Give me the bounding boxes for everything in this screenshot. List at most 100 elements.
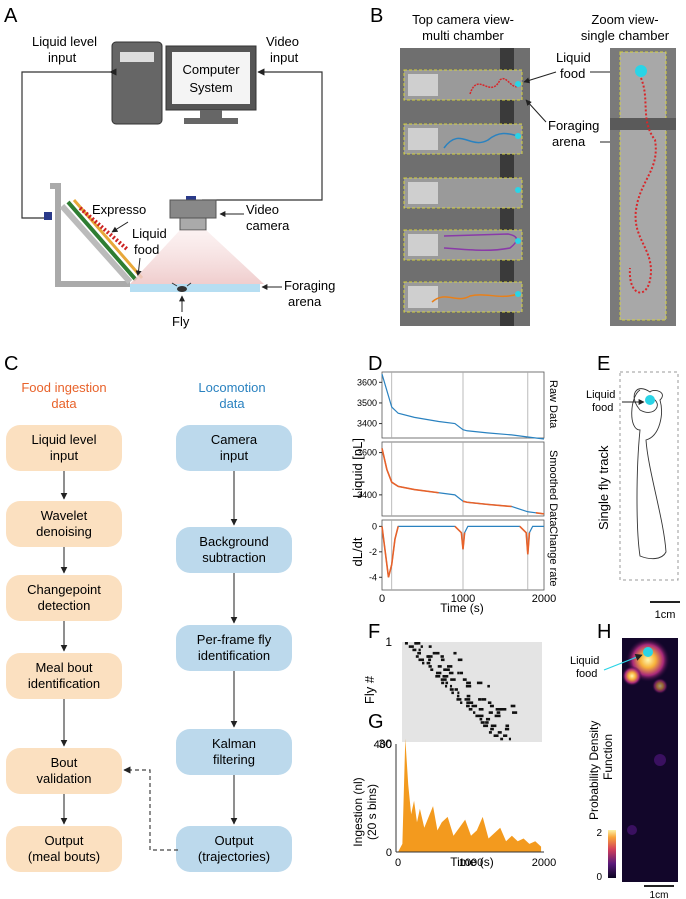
f-bout-mark — [497, 731, 502, 734]
g-ytick-0: 400 — [374, 739, 392, 751]
liquid-level-input-label-2: input — [48, 50, 77, 65]
zoom-view-title-1: Zoom view- — [591, 12, 658, 27]
video-camera-lens — [179, 217, 207, 231]
liquid-food-arrow-b — [523, 71, 557, 84]
f-bout-mark — [459, 671, 464, 675]
g-xtick-2: 2000 — [532, 857, 556, 869]
d-xtick-0: 0 — [379, 593, 385, 605]
f-bout-mark — [441, 681, 445, 685]
f-bout-mark — [457, 691, 460, 695]
f-bout-mark — [488, 731, 492, 734]
f-bout-mark — [453, 651, 457, 655]
d-bout-highlight-1-0 — [381, 448, 439, 494]
food-step-box-5 — [6, 826, 122, 872]
f-bout-mark — [412, 648, 417, 652]
f-bout-mark — [475, 714, 481, 718]
h-hotspot-3 — [652, 678, 668, 694]
food-steps: Liquid levelinputWaveletdenoisingChangep… — [6, 425, 122, 872]
d-row-rate: Change rate — [547, 526, 559, 587]
f-bout-mark — [447, 665, 453, 668]
computer-tower — [111, 41, 163, 125]
expresso-scale — [78, 206, 130, 252]
h-liquid-food-2: food — [576, 668, 597, 680]
f-bout-mark — [435, 671, 442, 675]
expresso-arrow — [111, 221, 129, 233]
f-bout-mark — [418, 648, 421, 652]
h-side-label-1: Probability Density — [587, 721, 601, 820]
f-bout-mark — [414, 642, 421, 645]
f-bout-mark — [426, 661, 431, 665]
f-bout-mark — [505, 724, 510, 728]
food-step-box-4-line-1: validation — [37, 771, 92, 786]
f-bout-mark — [456, 694, 460, 698]
f-bout-mark — [508, 737, 512, 741]
f-bout-mark — [415, 655, 419, 658]
video-input-label-2: input — [270, 50, 299, 65]
f-bout-mark — [490, 727, 494, 731]
f-bout-mark — [478, 698, 482, 701]
loco-step-box-1 — [176, 527, 292, 573]
foraging-arena-label-1: Foraging — [284, 278, 335, 293]
food-header-1: Food ingestion — [21, 380, 106, 395]
food-step-box-4-line-0: Bout — [51, 755, 78, 770]
monitor-base — [184, 118, 238, 124]
loco-header-2: data — [219, 396, 245, 411]
video-camera-body — [169, 199, 217, 219]
panel-letter-h: H — [597, 621, 611, 643]
g-ylabel-1: Ingestion (nl) — [351, 777, 365, 846]
food-step-box-3-line-1: identification — [28, 676, 100, 691]
loco-step-box-0 — [176, 425, 292, 471]
h-side-label-2: Function — [601, 734, 615, 780]
d-ytick-label-2-2: -4 — [369, 572, 377, 582]
zoom-food-dot — [635, 65, 647, 77]
panel-letter-a: A — [4, 5, 18, 27]
f-bout-mark — [485, 721, 489, 724]
f-bout-mark — [440, 658, 445, 662]
expresso-tube-2 — [66, 200, 138, 282]
computer-label-1: Computer — [182, 62, 240, 77]
e-liquid-food-2: food — [592, 402, 613, 414]
f-bout-mark — [449, 684, 453, 688]
camera-view-cone — [130, 230, 264, 284]
chamber-rows — [403, 69, 523, 313]
h-hotspot-5 — [627, 825, 637, 835]
d-ytick-label-0-0: 3600 — [357, 377, 377, 387]
loco-step-box-1-line-0: Background — [199, 534, 268, 549]
g-xlabel: Time (s) — [450, 855, 494, 869]
f-bout-mark — [483, 724, 489, 728]
food-step-box-5-line-0: Output — [44, 833, 83, 848]
f-bout-mark — [485, 717, 491, 721]
d-bout-highlight-2-0 — [381, 526, 399, 578]
f-bout-mark — [444, 684, 448, 688]
liquid-food-label-a1: Liquid — [132, 226, 167, 241]
d-ylabel-liquid: Liquid [nL] — [350, 438, 365, 498]
f-bout-mark — [432, 651, 436, 655]
f-bout-mark — [404, 642, 408, 645]
d-xlabel: Time (s) — [440, 601, 484, 615]
f-ytick-30: 30 — [379, 737, 393, 751]
f-bout-mark — [437, 665, 442, 668]
expresso-tube-1 — [59, 203, 133, 285]
f-bout-mark — [450, 678, 456, 681]
panel-e-track: Liquid food Single fly track 1cm — [586, 371, 680, 621]
h-food-arrow — [603, 654, 643, 671]
f-bout-mark — [500, 708, 507, 711]
top-view-title-2: multi chamber — [422, 28, 504, 43]
f-bout-mark — [510, 704, 516, 708]
f-bout-mark — [464, 698, 471, 701]
f-bout-mark — [473, 711, 476, 714]
g-xtick-1: 1000 — [459, 857, 483, 869]
d-ytick-label-0-2: 3400 — [357, 419, 377, 429]
f-bout-mark — [465, 684, 472, 688]
d-ytick-label-1-1: 3400 — [357, 490, 377, 500]
food-step-box-2-line-0: Changepoint — [27, 582, 101, 597]
panel-letter-g: G — [368, 711, 384, 733]
f-bout-mark — [417, 651, 422, 655]
f-bout-mark — [457, 671, 460, 675]
panel-letter-d: D — [368, 353, 382, 375]
f-bout-mark — [457, 658, 463, 662]
d-bout-highlight-2-1 — [454, 525, 466, 550]
video-camera-label-2: camera — [246, 218, 290, 233]
g-ytick-1: 0 — [386, 847, 392, 859]
panel-h-heatmap: Liquid food Probability Density Function… — [570, 638, 678, 899]
